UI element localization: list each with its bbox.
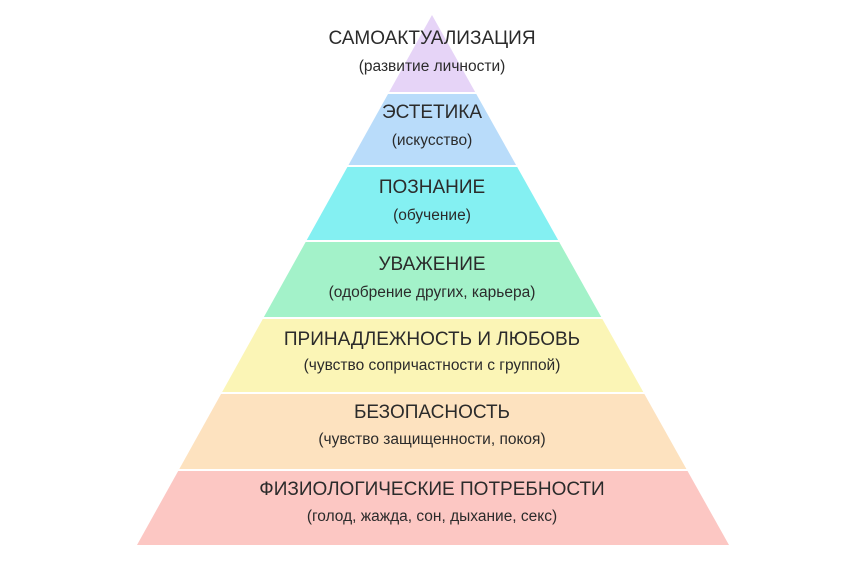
tier-description: (чувство сопричастности с группой) (304, 357, 561, 374)
pyramid-labels: САМОАКТУАЛИЗАЦИЯ (развитие личности) ЭСТЕТ… (259, 28, 604, 525)
pyramid-tier-6 (179, 394, 687, 469)
tier-title: ПОЗНАНИЕ (379, 177, 485, 198)
tier-title: САМОАКТУАЛИЗАЦИЯ (328, 28, 535, 49)
tier-title: БЕЗОПАСНОСТЬ (354, 402, 510, 423)
tier-title: УВАЖЕНИЕ (378, 254, 485, 275)
tier-description: (одобрение других, карьера) (329, 284, 536, 301)
tier-description: (обучение) (393, 207, 471, 224)
pyramid-tier-2 (348, 94, 517, 165)
pyramid-tier-1 (389, 15, 476, 92)
pyramid-tier-5 (222, 319, 644, 392)
pyramid-bands (137, 15, 729, 545)
pyramid-tier-4 (263, 242, 602, 317)
tier-description: (голод, жажда, сон, дыхание, секс) (307, 508, 557, 525)
tier-description: (развитие личности) (359, 58, 506, 75)
tier-description: (искусство) (392, 132, 473, 149)
tier-title: ФИЗИОЛОГИЧЕСКИЕ ПОТРЕБНОСТИ (259, 479, 604, 500)
tier-title: ПРИНАДЛЕЖНОСТЬ И ЛЮБОВЬ (284, 329, 580, 350)
pyramid-tier-3 (306, 167, 559, 240)
tier-title: ЭСТЕТИКА (382, 102, 482, 123)
pyramid-tier-7 (137, 471, 729, 545)
tier-description: (чувство защищенности, покоя) (318, 431, 545, 448)
